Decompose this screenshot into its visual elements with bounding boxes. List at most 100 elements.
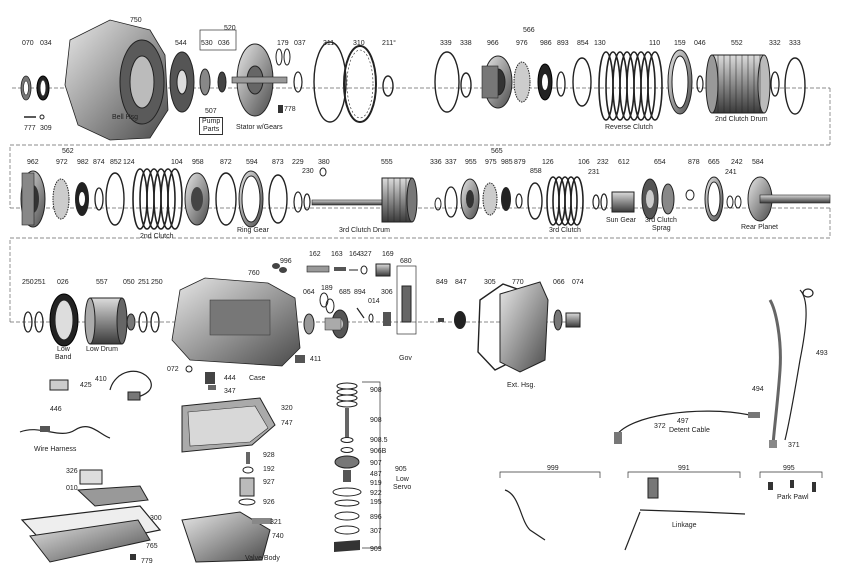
part-number: 162 bbox=[309, 251, 321, 258]
part-number: 070 bbox=[22, 40, 34, 47]
part-number: 332 bbox=[769, 40, 781, 47]
part-number: 242 bbox=[731, 159, 743, 166]
part-number: 566 bbox=[523, 27, 535, 34]
part-number: 050 bbox=[123, 279, 135, 286]
part-number: 665 bbox=[708, 159, 720, 166]
caption-case: Case bbox=[249, 375, 266, 382]
part-number: 982 bbox=[77, 159, 89, 166]
part-number: 976 bbox=[516, 40, 528, 47]
part-number: 770 bbox=[512, 279, 524, 286]
part-number: 231 bbox=[588, 169, 600, 176]
part-number: 371 bbox=[788, 442, 800, 449]
caption-low-servo-line1: Low bbox=[396, 476, 409, 483]
part-number: 740 bbox=[272, 533, 284, 540]
caption-extension-housing: Ext. Hsg. bbox=[507, 382, 536, 389]
part-number: 126 bbox=[542, 159, 554, 166]
part-number: 907 bbox=[370, 460, 382, 467]
part-number: 555 bbox=[381, 159, 393, 166]
part-number: 919 bbox=[370, 480, 382, 487]
part-number: 337 bbox=[445, 159, 457, 166]
part-number: 110 bbox=[649, 40, 661, 47]
part-number: 305 bbox=[484, 279, 496, 286]
caption-rear-planet: Rear Planet bbox=[741, 224, 778, 231]
part-number: 195 bbox=[370, 499, 382, 506]
part-number: 250 bbox=[22, 279, 34, 286]
part-number: 520 bbox=[224, 25, 236, 32]
part-number: 444 bbox=[224, 375, 236, 382]
part-number: 072 bbox=[167, 366, 179, 373]
part-number: 986 bbox=[540, 40, 552, 47]
valve-body-shape bbox=[181, 511, 271, 563]
part-number: 991 bbox=[678, 465, 690, 472]
part-number: 909 bbox=[370, 546, 382, 553]
part-number: 372 bbox=[654, 423, 666, 430]
part-number: 010 bbox=[66, 485, 78, 492]
part-number: 747 bbox=[281, 420, 293, 427]
part-number: 241 bbox=[725, 169, 737, 176]
part-number: 320 bbox=[281, 405, 293, 412]
part-number: 562 bbox=[62, 148, 74, 155]
row1-parts bbox=[20, 19, 806, 141]
part-number: 494 bbox=[752, 386, 764, 393]
part-number: 321 bbox=[270, 519, 282, 526]
part-number: 229 bbox=[292, 159, 304, 166]
part-number: 760 bbox=[248, 270, 260, 277]
part-number: 544 bbox=[175, 40, 187, 47]
part-number: 896 bbox=[370, 514, 382, 521]
part-number: 106 bbox=[578, 159, 590, 166]
part-number: 251 bbox=[34, 279, 46, 286]
part-number: 908.5 bbox=[370, 437, 388, 444]
part-number: 847 bbox=[455, 279, 467, 286]
part-number: 487 bbox=[370, 471, 382, 478]
part-number: 339 bbox=[440, 40, 452, 47]
caption-low-drum: Low Drum bbox=[86, 346, 118, 353]
part-number: 996 bbox=[280, 258, 292, 265]
part-number: 130 bbox=[594, 40, 606, 47]
part-number: 927 bbox=[263, 479, 275, 486]
part-number: 159 bbox=[674, 40, 686, 47]
part-number: 179 bbox=[277, 40, 289, 47]
part-number: 779 bbox=[141, 558, 153, 565]
part-number: 906B bbox=[370, 448, 387, 455]
part-number: 985 bbox=[501, 159, 513, 166]
extension-housing-shape bbox=[499, 281, 549, 373]
caption-3rd-clutch-drum: 3rd Clutch Drum bbox=[339, 227, 390, 234]
part-number: 163 bbox=[331, 251, 343, 258]
part-number: 905 bbox=[395, 466, 407, 473]
part-number: 333 bbox=[789, 40, 801, 47]
part-number: 306 bbox=[381, 289, 393, 296]
part-number: 064 bbox=[303, 289, 315, 296]
caption-sun-gear: Sun Gear bbox=[606, 217, 636, 224]
part-number: 037 bbox=[294, 40, 306, 47]
part-number: 873 bbox=[272, 159, 284, 166]
part-number: 680 bbox=[400, 258, 412, 265]
part-number: 879 bbox=[514, 159, 526, 166]
part-number: 336 bbox=[430, 159, 442, 166]
part-number: 192 bbox=[263, 466, 275, 473]
part-number: 124 bbox=[123, 159, 135, 166]
part-number: 849 bbox=[436, 279, 448, 286]
part-number: 250 bbox=[151, 279, 163, 286]
part-number: 034 bbox=[40, 40, 52, 47]
part-number: 654 bbox=[654, 159, 666, 166]
caption-sprag-line2: Sprag bbox=[652, 225, 671, 232]
part-number: 874 bbox=[93, 159, 105, 166]
part-number: 530 bbox=[201, 40, 213, 47]
part-number: 893 bbox=[557, 40, 569, 47]
part-number: 014 bbox=[368, 298, 380, 305]
part-number: 878 bbox=[688, 159, 700, 166]
part-number: 164 bbox=[349, 251, 361, 258]
part-number: 958 bbox=[192, 159, 204, 166]
caption-low-band-line1: Low bbox=[57, 346, 70, 353]
part-number: 922 bbox=[370, 490, 382, 497]
part-number: 685 bbox=[339, 289, 351, 296]
caption-stator: Stator w/Gears bbox=[236, 124, 283, 131]
part-number: 966 bbox=[487, 40, 499, 47]
caption-reverse-clutch: Reverse Clutch bbox=[605, 124, 653, 131]
part-number: 327 bbox=[360, 251, 372, 258]
part-number: 104 bbox=[171, 159, 183, 166]
part-number: 612 bbox=[618, 159, 630, 166]
part-number: 307 bbox=[370, 528, 382, 535]
part-number: 230 bbox=[302, 168, 314, 175]
part-number: 594 bbox=[246, 159, 258, 166]
